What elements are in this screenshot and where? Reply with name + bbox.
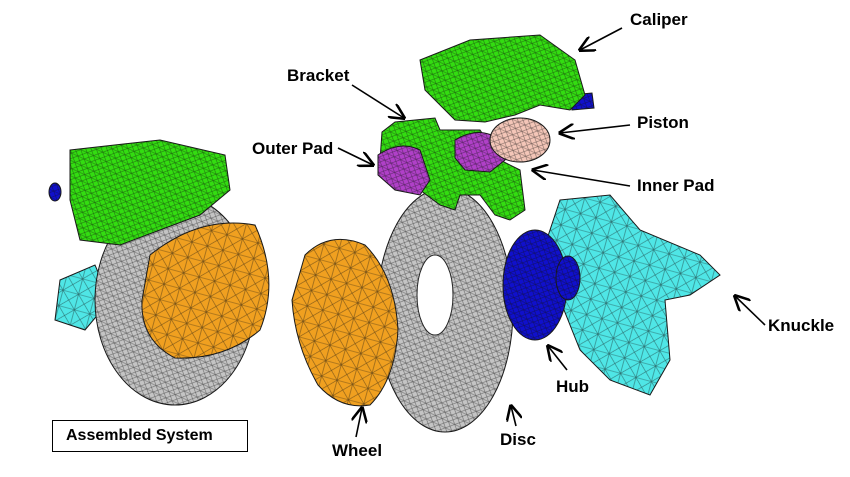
label-hub: Hub [556,377,590,396]
label-knuckle: Knuckle [768,316,835,335]
hub-arrow [548,346,568,371]
hub-part-mesh [503,230,567,340]
knuckle-part-mesh [545,195,720,395]
leader-arrows [337,27,766,438]
disc-hole [416,254,454,336]
label-disc: Disc [500,430,536,449]
hub-shaft-mesh [556,256,580,300]
exploded-view-model [291,34,721,433]
caliper-part-mesh [420,35,585,122]
bracket-arrow [351,84,404,118]
wheel-arrow [356,408,362,438]
label-piston: Piston [637,113,689,132]
assembled-hub-mesh [49,183,61,201]
label-inner-pad: Inner Pad [637,176,715,195]
outer-pad-arrow [337,147,373,165]
inner-pad-arrow [533,170,631,187]
assembled-system-model [48,139,270,406]
piston-part-mesh [490,118,550,162]
label-caliper: Caliper [630,10,688,29]
outer-pad-part-mesh [378,146,430,195]
assembled-caliper-mesh [70,140,230,245]
piston-arrow [560,125,631,133]
disc-arrow [511,406,516,427]
assembled-system-box: Assembled System [52,420,248,452]
label-bracket: Bracket [287,66,350,85]
label-wheel: Wheel [332,441,383,460]
assembled-wheel-mesh [141,223,269,359]
caliper-arrow [580,27,623,50]
wheel-part-mesh [292,239,398,406]
label-outer-pad: Outer Pad [252,139,334,158]
knuckle-arrow [735,296,766,326]
